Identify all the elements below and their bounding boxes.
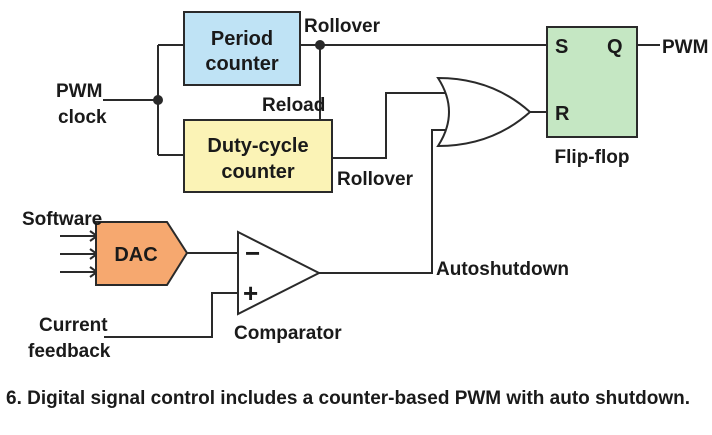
autoshutdown-wire (319, 129, 451, 274)
or-gate-shape (436, 76, 532, 148)
flip-flop-label: Flip-flop (555, 147, 630, 168)
period-counter-box (183, 11, 301, 86)
dac-label: DAC (114, 244, 157, 266)
feedback-wire (104, 292, 238, 338)
software-arrows-icon (60, 230, 99, 278)
duty-cycle-counter-block: Duty-cycle counter (183, 119, 333, 193)
comparator-minus-sign: − (245, 238, 260, 268)
current-feedback-label-line2: feedback (28, 341, 111, 362)
pwm-clock-label-line1: PWM (56, 81, 102, 102)
dac-shape (95, 221, 189, 286)
period-counter-label-line2: counter (205, 53, 279, 75)
duty-cycle-counter-box (183, 119, 333, 193)
current-feedback-label-line1: Current (39, 315, 108, 336)
or-gate (436, 76, 532, 148)
period-counter-label-line1: Period (211, 28, 273, 50)
autoshutdown-label: Autoshutdown (436, 259, 569, 280)
flip-flop-pin-q: Q (607, 36, 623, 58)
period-counter-block: Period counter (183, 11, 301, 86)
comparator-block: − + Comparator (234, 230, 342, 344)
comparator-label: Comparator (234, 323, 342, 344)
rollover-top-label: Rollover (304, 16, 381, 37)
flip-flop-pin-r: R (555, 103, 570, 125)
software-label: Software (22, 209, 102, 230)
signal-labels: PWM clock Rollover Reload Rollover Softw… (22, 16, 708, 362)
duty-cycle-counter-label-line1: Duty-cycle (207, 135, 308, 157)
figure-caption: 6. Digital signal control includes a cou… (6, 388, 690, 409)
clock-junction-dot (153, 95, 163, 105)
comparator-plus-sign: + (243, 278, 258, 308)
pwm-clock-label-line2: clock (58, 107, 107, 128)
flip-flop-pin-s: S (555, 36, 568, 58)
reload-label: Reload (262, 95, 325, 116)
rollover-bottom-label: Rollover (337, 169, 414, 190)
comparator-triangle (237, 230, 322, 316)
flip-flop-block: S Q R Flip-flop (546, 26, 638, 168)
duty-rollover-wire (332, 92, 451, 159)
flip-flop-box (546, 26, 638, 138)
rollover-junction-dot (315, 40, 325, 50)
pwm-output-label: PWM (662, 37, 708, 58)
duty-cycle-counter-label-line2: counter (221, 161, 295, 183)
dac-block: DAC (95, 221, 189, 286)
